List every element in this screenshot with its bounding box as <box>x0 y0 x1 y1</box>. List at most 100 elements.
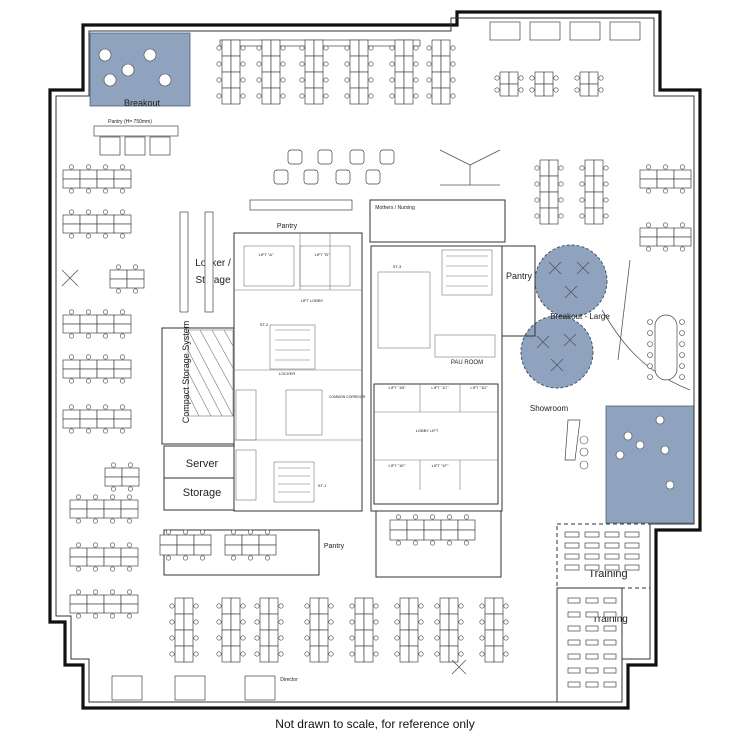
chair <box>389 77 395 83</box>
desk <box>403 87 414 105</box>
chair <box>458 651 464 657</box>
pod <box>303 169 319 185</box>
chair <box>200 529 206 535</box>
chair <box>418 651 424 657</box>
desk <box>358 55 369 73</box>
desk <box>358 87 369 105</box>
desk <box>403 55 414 73</box>
chair <box>645 222 651 228</box>
chair <box>120 309 126 315</box>
chair <box>93 518 99 524</box>
desk <box>304 55 315 73</box>
chair <box>534 197 540 203</box>
desk <box>113 418 132 429</box>
chair <box>280 77 286 83</box>
pantry-counter-left <box>93 125 179 137</box>
chair <box>240 93 246 99</box>
training-desk <box>567 639 581 646</box>
chair <box>110 494 116 500</box>
desk <box>508 71 519 85</box>
conference-table <box>654 314 678 381</box>
pantry-counter-top <box>249 199 353 211</box>
desk <box>304 71 315 89</box>
st1-label: ST-1 <box>318 483 327 488</box>
chair <box>69 233 75 239</box>
training-desk <box>567 667 581 674</box>
chair <box>679 164 685 170</box>
desk <box>86 499 105 510</box>
desk <box>588 71 599 85</box>
chair <box>394 619 400 625</box>
chair <box>69 354 75 360</box>
desk <box>96 409 115 420</box>
chair <box>103 378 109 384</box>
desk <box>261 55 272 73</box>
desk <box>270 87 281 105</box>
chair <box>579 165 585 171</box>
desk <box>104 476 123 487</box>
desk <box>96 314 115 325</box>
training-desk <box>585 681 599 688</box>
chair <box>169 635 175 641</box>
chair <box>395 540 401 546</box>
chair <box>426 93 432 99</box>
desk <box>313 55 324 73</box>
training-desk <box>603 625 617 632</box>
desk <box>349 71 360 89</box>
chair <box>579 213 585 219</box>
desk <box>109 269 128 280</box>
desk <box>493 629 504 647</box>
desk <box>174 645 185 663</box>
chair <box>373 651 379 657</box>
chair <box>299 61 305 67</box>
desk <box>529 21 561 41</box>
training-desk <box>564 553 580 560</box>
breakout-right-area[interactable] <box>605 405 695 524</box>
desk <box>221 629 232 647</box>
desk <box>183 629 194 647</box>
chair <box>574 87 580 93</box>
breakout-table <box>576 261 590 275</box>
chair <box>534 165 540 171</box>
chair <box>103 333 109 339</box>
chair <box>69 209 75 215</box>
breakout-large-circle-2[interactable] <box>520 315 594 389</box>
chair <box>304 603 310 609</box>
chair <box>463 540 469 546</box>
chair <box>579 181 585 187</box>
desk <box>259 613 270 631</box>
desk <box>183 597 194 615</box>
desk <box>62 223 81 234</box>
chair <box>603 197 609 203</box>
desk <box>439 645 450 663</box>
desk <box>268 597 279 615</box>
desk <box>484 613 495 631</box>
chair <box>368 45 374 51</box>
desk <box>109 278 128 289</box>
lounge-chair <box>623 431 633 441</box>
desk <box>440 39 451 57</box>
desk <box>534 71 545 85</box>
breakout-large-circle-1[interactable] <box>534 244 608 318</box>
chair <box>103 209 109 215</box>
desk <box>96 418 115 429</box>
chair <box>116 264 122 270</box>
chair <box>278 603 284 609</box>
chair <box>426 77 432 83</box>
desk <box>403 71 414 89</box>
chair <box>344 45 350 51</box>
chair <box>647 352 653 358</box>
showroom-display <box>564 419 581 461</box>
chair <box>450 77 456 83</box>
lift-1e-label: LIFT "1E" <box>389 463 407 468</box>
breakout-area[interactable] <box>89 32 191 107</box>
chair <box>662 164 668 170</box>
chair <box>120 428 126 434</box>
desk <box>69 499 88 510</box>
chair <box>231 529 237 535</box>
chair <box>389 93 395 99</box>
desk <box>584 159 595 177</box>
chair <box>503 619 509 625</box>
desk <box>609 21 641 41</box>
desk <box>86 594 105 605</box>
